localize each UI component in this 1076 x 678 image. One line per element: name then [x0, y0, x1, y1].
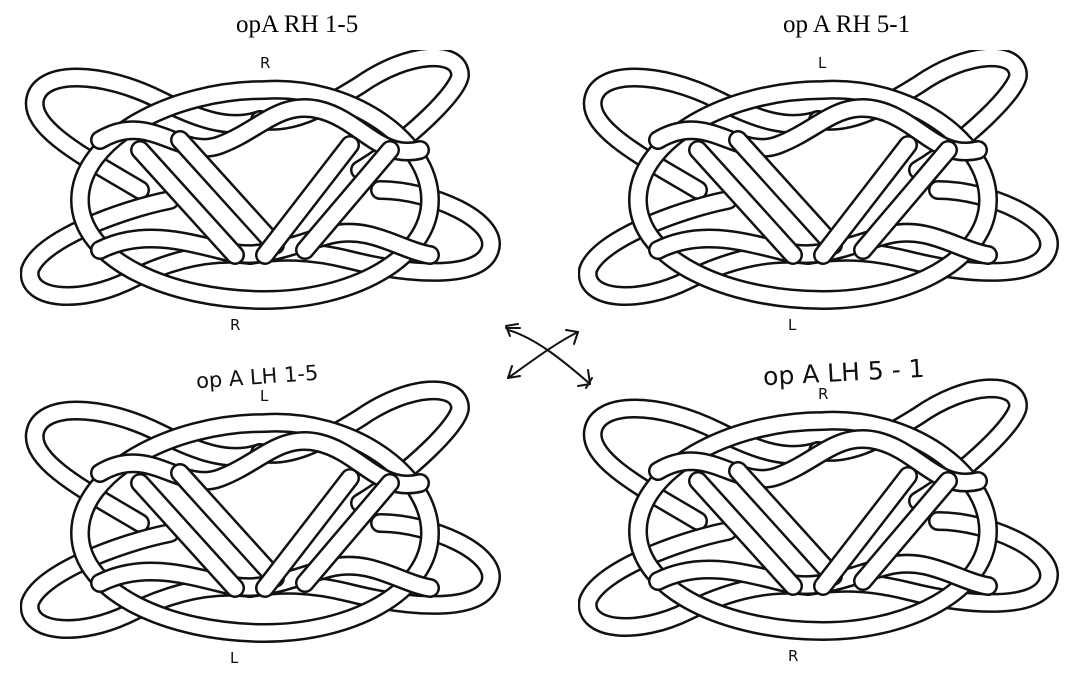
rope-strand-fill	[27, 403, 268, 531]
rope-strand-fill	[690, 142, 801, 263]
rope-strand-fill	[92, 433, 428, 493]
rope-strand-fill	[132, 142, 243, 263]
knot-diagram-rh-5-1: LL	[578, 50, 1059, 330]
strand-mark-bottom: L	[230, 649, 239, 667]
knot-diagram-lh-1-5: LL	[20, 380, 501, 667]
strand-mark-top: L	[818, 54, 827, 72]
rope-strand-fill	[257, 470, 358, 596]
strand-mark-top: L	[260, 387, 269, 405]
rope-strand-fill	[92, 100, 428, 160]
rope-strand-fill	[257, 137, 358, 263]
rope-strand-fill	[855, 473, 956, 589]
rope-strand-fill	[297, 475, 398, 591]
strand-mark-bottom: L	[788, 316, 797, 330]
knot-diagram-lh-5-1: RR	[578, 378, 1059, 665]
rope-strand-fill	[815, 468, 916, 594]
rope-strand-fill	[690, 473, 801, 594]
panel-title-rh-5-1: op A RH 5-1	[783, 11, 911, 38]
crossed-arrows-icon	[505, 323, 593, 389]
rope-strand-fill	[172, 465, 283, 586]
rope-strand-fill	[172, 132, 283, 253]
rope-strand-fill	[27, 70, 268, 198]
panel-title-rh-1-5: opA RH 1-5	[236, 11, 359, 38]
rope-strand-fill	[815, 137, 916, 263]
knot-diagram-rh-1-5: RR	[20, 50, 501, 330]
rope-strand-fill	[297, 142, 398, 258]
strand-mark-top: R	[818, 385, 828, 403]
rope-strand-fill	[855, 142, 956, 258]
rope-strand-fill	[585, 401, 826, 529]
strand-mark-bottom: R	[230, 316, 240, 330]
rope-strand-fill	[730, 463, 841, 584]
strand-mark-top: R	[260, 54, 270, 72]
rope-strand-fill	[730, 132, 841, 253]
strand-mark-bottom: R	[788, 647, 798, 665]
rope-strand-fill	[585, 70, 826, 198]
rope-strand-fill	[650, 431, 986, 491]
rope-strand-fill	[650, 100, 986, 160]
rope-strand-fill	[132, 475, 243, 596]
